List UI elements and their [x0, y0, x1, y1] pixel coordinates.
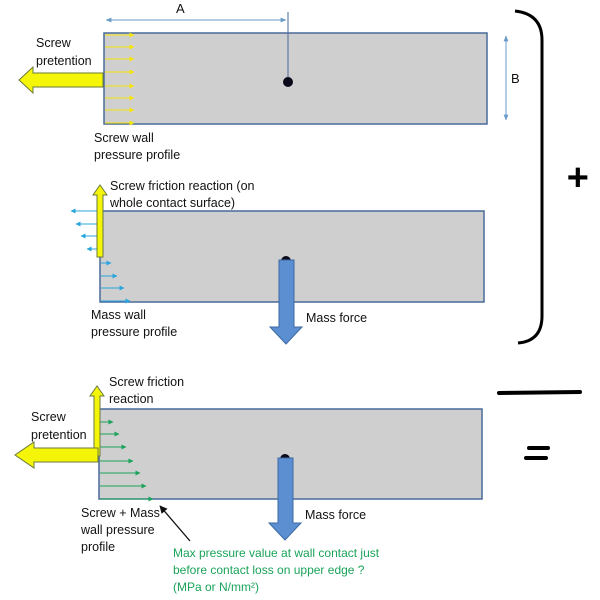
mass-force-arrow: [268, 259, 304, 345]
mass-force-label: Mass force: [305, 508, 366, 522]
dimension-a-label: A: [176, 1, 185, 16]
equals-operator: [524, 446, 550, 460]
dimension-b-label: B: [511, 71, 520, 86]
pretention-label: Screw pretention: [36, 36, 92, 68]
question-label: Max pressure value at wall contact just …: [173, 546, 382, 594]
screw-pretention-arrow: [14, 441, 99, 469]
sum-line: [497, 390, 582, 395]
grouping-bracket: [514, 9, 544, 345]
mass-force-label: Mass force: [306, 311, 367, 325]
combined-pressure-arrows: [100, 419, 154, 502]
screw-pressure-label: Screw wall pressure profile: [94, 131, 180, 162]
combined-pressure-label: Screw + Mass wall pressure profile: [80, 506, 163, 554]
screw-pressure-arrows: [105, 32, 135, 126]
mass-pressure-label: Mass wall pressure profile: [91, 308, 177, 339]
screw-friction-arrow: [92, 184, 108, 258]
friction-label: Screw friction reaction (on whole contac…: [109, 179, 258, 210]
mass-pressure-arrows: [70, 208, 131, 304]
block-1: [103, 32, 488, 125]
plus-operator: +: [566, 157, 588, 199]
screw-friction-arrow: [89, 385, 105, 457]
friction-label: Screw friction reaction: [109, 375, 188, 406]
screw-pretention-arrow: [18, 65, 104, 95]
panel-combined-load: Screw friction reaction Screw pretention…: [14, 375, 483, 594]
mass-force-arrow: [267, 457, 303, 541]
pretention-label: Screw pretention: [31, 410, 87, 442]
center-of-mass-dot: [283, 77, 293, 87]
panel-mass-load: Screw friction reaction (on whole contac…: [70, 179, 485, 345]
pointer-arrow: [159, 505, 191, 542]
panel-screw-load: A B Screw pretention Screw wall pressure…: [18, 1, 520, 162]
